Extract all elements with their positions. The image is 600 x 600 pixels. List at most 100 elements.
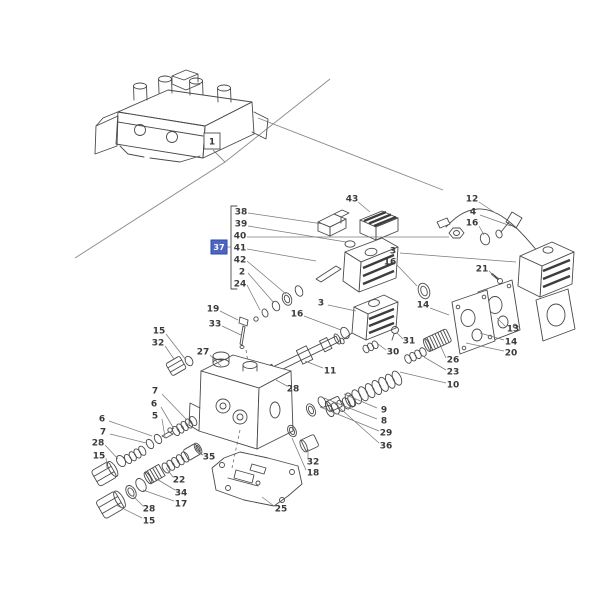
- svg-text:29: 29: [380, 429, 393, 439]
- part-label-16[interactable]: 16: [291, 310, 342, 331]
- svg-text:12: 12: [466, 195, 479, 205]
- svg-text:28: 28: [92, 439, 105, 449]
- part-label-15[interactable]: 15: [93, 452, 108, 469]
- part-label-27[interactable]: 27: [197, 348, 222, 367]
- svg-text:24: 24: [234, 280, 247, 290]
- part-label-32[interactable]: 32: [152, 339, 175, 360]
- part-label-4[interactable]: 4: [470, 208, 512, 227]
- part-label-26[interactable]: 26: [440, 346, 460, 366]
- svg-text:42: 42: [234, 256, 247, 266]
- part-label-42[interactable]: 42: [234, 256, 287, 295]
- svg-text:6: 6: [151, 400, 157, 410]
- svg-text:14: 14: [505, 338, 518, 348]
- svg-text:7: 7: [152, 387, 158, 397]
- valve-body-drawing: [188, 349, 294, 469]
- svg-text:40: 40: [234, 232, 247, 242]
- svg-text:38: 38: [235, 208, 248, 218]
- part-label-28[interactable]: 28: [275, 379, 299, 395]
- part-label-20[interactable]: 20: [465, 342, 518, 359]
- right-solenoid-drawing: [436, 208, 575, 298]
- relay-module-drawing: [359, 210, 399, 241]
- part-label-38[interactable]: 38: [235, 208, 324, 225]
- part-label-21[interactable]: 21: [476, 265, 495, 277]
- knurled-adjuster-drawing: [422, 328, 452, 352]
- part-label-34[interactable]: 34: [154, 477, 187, 499]
- part-label-3[interactable]: 3: [390, 247, 517, 263]
- svg-text:27: 27: [197, 348, 210, 358]
- part-label-33[interactable]: 33: [209, 320, 242, 336]
- part-label-22[interactable]: 22: [165, 467, 186, 486]
- part-label-41[interactable]: 41: [234, 244, 317, 262]
- part-label-35[interactable]: 35: [196, 451, 215, 463]
- part-label-14[interactable]: 14: [479, 332, 518, 348]
- part-label-10[interactable]: 10: [399, 371, 460, 391]
- part-label-7[interactable]: 7: [100, 428, 147, 444]
- svg-text:9: 9: [381, 406, 387, 416]
- part-label-19[interactable]: 19: [207, 305, 239, 321]
- svg-text:26: 26: [447, 356, 460, 366]
- part-label-36[interactable]: 36: [332, 401, 392, 452]
- cascade1-drawing: [91, 415, 198, 487]
- end-plates-drawing: [451, 279, 576, 355]
- part-label-24[interactable]: 24: [234, 280, 261, 311]
- svg-text:39: 39: [235, 220, 248, 230]
- ball-31-drawing: [391, 326, 399, 341]
- part-label-28[interactable]: 28: [132, 495, 155, 515]
- part-label-3[interactable]: 3: [318, 299, 357, 312]
- part-label-2[interactable]: 2: [239, 268, 275, 304]
- highlighted-part-number: 37: [213, 243, 224, 252]
- part-label-16[interactable]: 16: [466, 219, 485, 236]
- highlighted-part-callout[interactable]: 37: [210, 239, 228, 255]
- part-label-43[interactable]: 43: [346, 195, 371, 213]
- part-label-11[interactable]: 11: [304, 360, 336, 377]
- svg-text:18: 18: [307, 469, 320, 479]
- part-label-16[interactable]: 16: [384, 258, 418, 287]
- svg-text:19: 19: [207, 305, 220, 315]
- part-label-23[interactable]: 23: [423, 356, 459, 378]
- part-label-40[interactable]: 40: [234, 232, 449, 242]
- svg-text:22: 22: [173, 476, 186, 486]
- zone-lines: [74, 78, 444, 259]
- gasket-plate-drawing: [211, 451, 303, 507]
- part-label-5[interactable]: 5: [152, 412, 166, 438]
- part-label-12[interactable]: 12: [466, 195, 498, 215]
- part-label-29[interactable]: 29: [319, 406, 393, 439]
- svg-text:10: 10: [447, 381, 460, 391]
- connector-boot-drawing: [317, 209, 350, 237]
- assembled-unit-drawing: [94, 69, 269, 163]
- part-label-7[interactable]: 7: [152, 387, 187, 420]
- part-label-17[interactable]: 17: [142, 489, 187, 510]
- part-label-18[interactable]: 18: [291, 437, 320, 479]
- svg-text:3: 3: [318, 299, 324, 309]
- svg-text:16: 16: [466, 219, 479, 229]
- svg-text:5: 5: [152, 412, 158, 422]
- part-label-8[interactable]: 8: [323, 397, 387, 427]
- part-label-30[interactable]: 30: [377, 343, 399, 358]
- part-label-6[interactable]: 6: [99, 415, 153, 437]
- svg-text:8: 8: [381, 417, 387, 427]
- svg-text:15: 15: [143, 517, 156, 527]
- part-label-31[interactable]: 31: [396, 332, 415, 347]
- part-label-6[interactable]: 6: [151, 400, 175, 430]
- plug-32b-drawing: [299, 434, 319, 453]
- part-label-15[interactable]: 15: [115, 504, 156, 527]
- svg-text:20: 20: [505, 349, 518, 359]
- part-label-9[interactable]: 9: [343, 393, 387, 416]
- svg-text:14: 14: [417, 301, 430, 311]
- part-label-39[interactable]: 39: [235, 220, 347, 243]
- part-label-25[interactable]: 25: [261, 496, 287, 515]
- part-label-28[interactable]: 28: [92, 439, 119, 460]
- coil-nut-drawing: [448, 227, 465, 239]
- svg-text:3: 3: [390, 247, 396, 257]
- assembly-callout-box[interactable]: 1: [203, 132, 221, 150]
- oring-29-drawing: [306, 403, 316, 417]
- svg-text:32: 32: [152, 339, 165, 349]
- part-label-15[interactable]: 15: [153, 327, 187, 361]
- part-label-14[interactable]: 14: [417, 301, 450, 316]
- part-label-13[interactable]: 13: [496, 317, 519, 335]
- svg-text:15: 15: [93, 452, 106, 462]
- part-label-32[interactable]: 32: [307, 449, 320, 468]
